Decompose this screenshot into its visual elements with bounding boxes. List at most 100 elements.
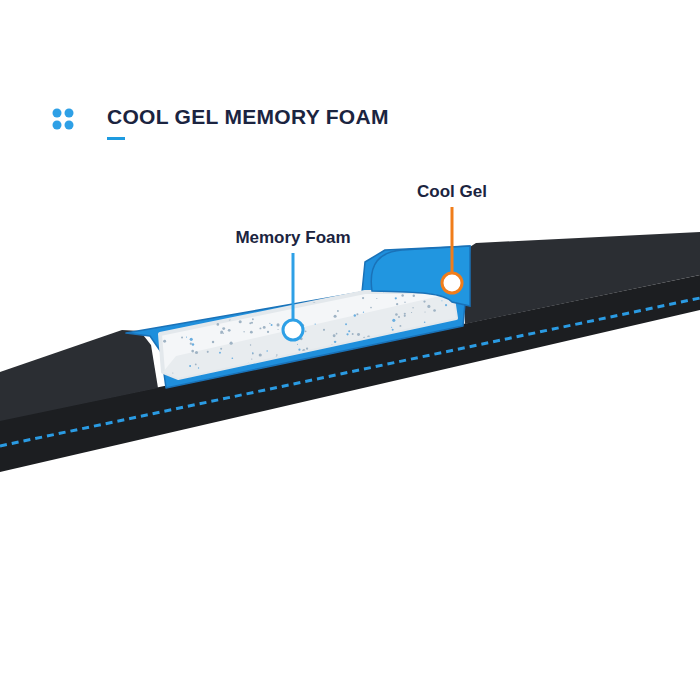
foam-speckle [250,331,253,334]
foam-speckle [399,325,401,327]
foam-speckle [276,354,278,356]
foam-speckle [276,356,277,357]
foam-speckle [370,357,371,358]
foam-speckle [190,299,193,302]
foam-speckle [261,374,263,376]
band-left-piece [0,330,158,421]
foam-speckle [298,349,300,351]
foam-speckle [431,364,433,366]
foam-speckle [190,343,192,345]
foam-speckle [182,303,183,304]
foam-speckle [333,293,336,296]
band-right-piece [462,232,700,324]
foam-speckle [441,300,442,301]
foam-speckle [456,363,459,366]
foam-speckle [345,375,346,376]
foam-speckle [395,313,398,316]
foam-speckle [395,297,397,299]
foam-speckle [212,341,214,343]
foam-speckle [442,328,443,329]
foam-speckle [222,332,224,334]
foam-speckle [155,294,158,297]
foam-speckle [250,344,251,345]
foam-speckle [300,298,302,300]
foam-speckle [444,336,447,339]
foam-speckle [228,329,231,332]
foam-speckle [231,297,233,299]
foam-speckle [254,296,256,298]
foam-speckle [249,293,252,296]
foam-speckle [404,313,406,315]
foam-speckle [399,342,402,345]
foam-speckle [427,305,430,308]
foam-speckle [347,368,348,369]
foam-speckles [155,284,460,385]
foam-speckle [221,370,223,372]
foam-speckle [351,352,353,354]
foam-speckle [456,373,459,376]
foam-speckle [376,336,379,339]
foam-speckle [263,383,264,384]
foam-speckle [326,364,329,367]
foam-speckle [407,358,409,360]
foam-speckle [198,367,199,368]
foam-speckle [395,338,396,339]
foam-speckle [368,356,370,358]
foam-speckle [231,357,233,359]
memory-foam-block [160,292,456,378]
foam-speckle [267,331,269,333]
foam-speckle [156,316,159,319]
foam-speckle [180,292,181,293]
title-underline [107,137,125,140]
foam-speckle [302,349,305,352]
foam-speckle [352,333,354,335]
foam-speckle [195,364,197,366]
foam-speckle [239,320,242,323]
foam-speckle [401,294,403,296]
memory-foam-front [163,292,456,378]
foam-speckle [277,323,280,326]
foam-speckle [186,337,187,338]
foam-speckle [312,300,315,303]
foam-speckle [440,365,441,366]
foam-speckle [252,353,254,355]
foam-speckle [265,305,267,307]
foam-speckle [404,315,406,317]
foam-speckle [413,295,415,297]
foam-speckle [191,296,194,299]
foam-speckle [273,294,274,295]
foam-speckle [327,356,329,358]
foam-speckle [242,366,245,369]
callout-label: Cool Gel [417,182,487,202]
foam-speckle [417,341,420,344]
icon-dot [65,109,74,118]
cool-gel-flap [371,246,470,306]
foam-speckle [297,344,298,345]
foam-speckle [222,327,225,330]
foam-speckle [300,297,303,300]
foam-speckle [354,314,356,316]
foam-speckle [263,326,266,329]
foam-speckle [223,300,224,301]
foam-speckle [189,365,191,367]
foam-speckle [157,284,159,286]
foam-speckle [171,286,174,289]
foam-speckle [220,348,222,350]
foam-speckle [243,331,244,332]
foam-speckle [269,301,272,304]
foam-speckle [367,335,370,338]
foam-speckle [305,330,307,332]
cool-gel-layer [126,246,470,388]
foam-speckle [456,362,458,364]
foam-speckle [192,343,195,346]
foam-speckle [426,374,429,377]
foam-speckle [398,316,400,318]
foam-speckle [345,323,347,325]
foam-speckle [431,345,432,346]
foam-speckle [358,374,360,376]
foam-speckle [191,350,194,353]
foam-speckle [158,298,159,299]
foam-speckle [162,320,164,322]
foam-speckle [346,344,348,346]
foam-speckle [280,370,282,372]
